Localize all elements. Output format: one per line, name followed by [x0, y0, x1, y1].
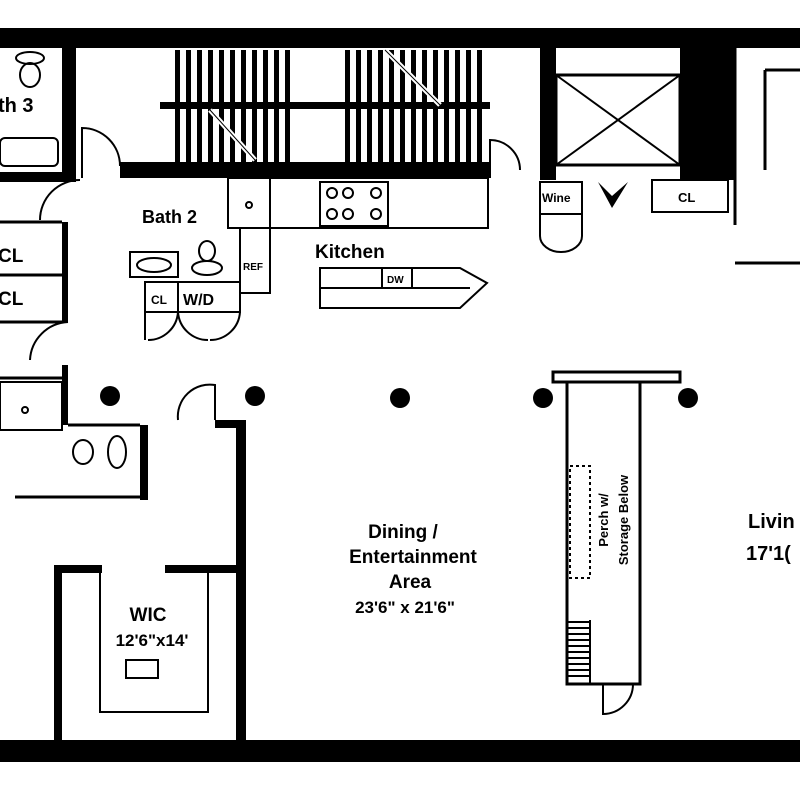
wic-label: WIC [130, 605, 167, 626]
perch-label-1: Perch w/ [596, 493, 611, 547]
dining-label-2: Entertainment [349, 547, 477, 568]
closet-bath2-label: CL [151, 293, 167, 307]
perch [551, 370, 682, 716]
bath3-label: th 3 [0, 95, 34, 117]
stair-rail [160, 102, 490, 109]
staircase [160, 48, 490, 162]
washer-dryer-label: W/D [183, 292, 214, 309]
ref-label: REF [243, 262, 263, 273]
closet-left-1-label: CL [0, 246, 24, 267]
walls [0, 28, 800, 762]
wic-dimensions: 12'6"x14' [116, 631, 189, 650]
living-dimensions: 17'1( [746, 543, 791, 565]
living-label: Livin [748, 511, 795, 533]
bath3-fixtures [0, 51, 127, 469]
stair-break-line [209, 109, 256, 161]
wine-label: Wine [542, 191, 571, 205]
closet-left-2-label: CL [0, 289, 24, 310]
bath2-label: Bath 2 [142, 207, 197, 227]
elevator-icon [554, 73, 682, 208]
dining-dimensions: 23'6" x 21'6" [355, 598, 455, 617]
columns [100, 386, 698, 408]
dining-label-1: Dining / [368, 522, 438, 543]
dining-label-3: Area [389, 572, 432, 593]
perch-label-2: Storage Below [616, 474, 631, 565]
kitchen-label: Kitchen [315, 242, 385, 263]
stair-break-line [384, 49, 441, 106]
kitchen-fixtures [129, 177, 729, 342]
dishwasher-label: DW [387, 275, 404, 286]
closet-entry-label: CL [678, 190, 695, 205]
